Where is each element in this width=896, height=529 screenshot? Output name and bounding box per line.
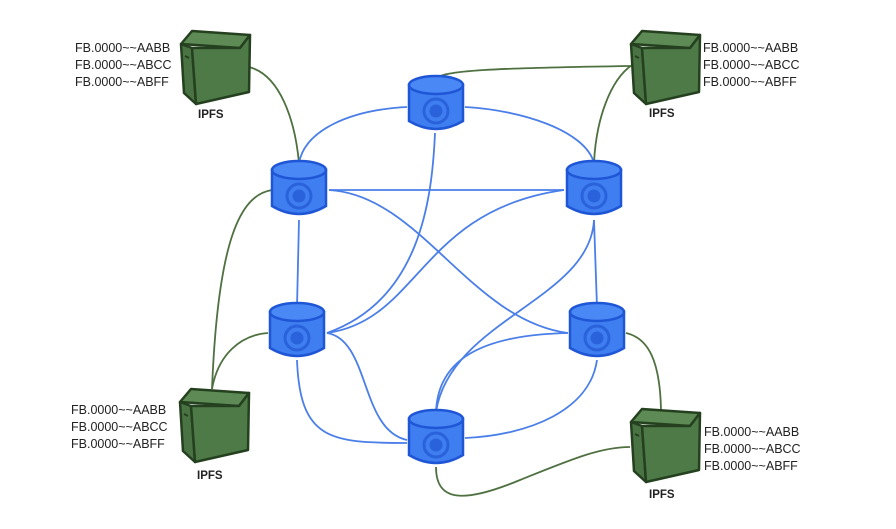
blue-link-ur-lr <box>593 219 598 308</box>
blue-link-ll-bottom-a <box>326 332 408 441</box>
blue-link-lr-bottom-b <box>464 359 598 439</box>
hash-2: FB.0000~~ABCC <box>704 442 801 456</box>
node-upper-right[interactable] <box>565 159 623 216</box>
node-upper-left[interactable] <box>270 159 328 216</box>
blue-link-top-ur <box>464 106 595 164</box>
green-link-s-br-n-lr <box>625 332 662 411</box>
hash-2: FB.0000~~ABCC <box>75 58 172 72</box>
blue-link-lr-bottom <box>435 332 569 413</box>
ipfs-box-icon <box>629 407 702 484</box>
hash-3: FB.0000~~ABFF <box>75 75 169 89</box>
node-lower-left[interactable] <box>268 301 326 358</box>
ipfs-box-icon <box>179 29 252 106</box>
blue-link-top-ul <box>298 106 408 164</box>
hash-2: FB.0000~~ABCC <box>71 420 168 434</box>
green-link-s-tr-n-top <box>435 65 631 81</box>
green-link-s-bl-n-ul <box>211 189 273 390</box>
node-lower-right[interactable] <box>568 301 626 358</box>
storage-top-left[interactable]: FB.0000~~AABB FB.0000~~ABCC FB.0000~~ABF… <box>75 29 252 121</box>
hash-3: FB.0000~~ABFF <box>703 75 797 89</box>
blue-link-ul-ll <box>296 219 300 308</box>
green-link-s-tr-n-ur <box>593 64 633 164</box>
node-top[interactable] <box>407 74 465 131</box>
ipfs-box-icon <box>178 387 251 464</box>
green-link-s-bl-n-ll <box>211 332 269 390</box>
hash-1: FB.0000~~AABB <box>704 425 799 439</box>
ipfs-label: IPFS <box>198 109 224 121</box>
hash-1: FB.0000~~AABB <box>71 403 166 417</box>
hash-3: FB.0000~~ABFF <box>704 459 798 473</box>
hash-3: FB.0000~~ABFF <box>71 437 165 451</box>
blue-link-ur-bottom <box>435 219 595 413</box>
storage-bottom-right[interactable]: FB.0000~~AABB FB.0000~~ABCC FB.0000~~ABF… <box>629 407 801 501</box>
green-link-s-br-n-bottom <box>435 446 631 497</box>
storage-bottom-left[interactable]: FB.0000~~AABB FB.0000~~ABCC FB.0000~~ABF… <box>71 387 251 482</box>
green-link-s-tl-n-ul <box>248 66 300 164</box>
hash-1: FB.0000~~AABB <box>75 41 170 55</box>
ipfs-label: IPFS <box>649 489 675 501</box>
blue-link-ll-bottom-b <box>296 359 408 444</box>
node-bottom[interactable] <box>407 408 465 465</box>
blue-link-ul-lr <box>328 189 569 334</box>
blue-links <box>296 106 598 444</box>
ipfs-box-icon <box>629 29 702 106</box>
hash-2: FB.0000~~ABCC <box>703 58 800 72</box>
storage-top-right[interactable]: FB.0000~~AABB FB.0000~~ABCC FB.0000~~ABF… <box>629 29 800 120</box>
ipfs-label: IPFS <box>649 108 675 120</box>
blue-link-top-ll <box>326 132 436 334</box>
ipfs-label: IPFS <box>197 470 223 482</box>
hash-1: FB.0000~~AABB <box>703 41 798 55</box>
blue-link-ur-ll <box>326 189 565 334</box>
